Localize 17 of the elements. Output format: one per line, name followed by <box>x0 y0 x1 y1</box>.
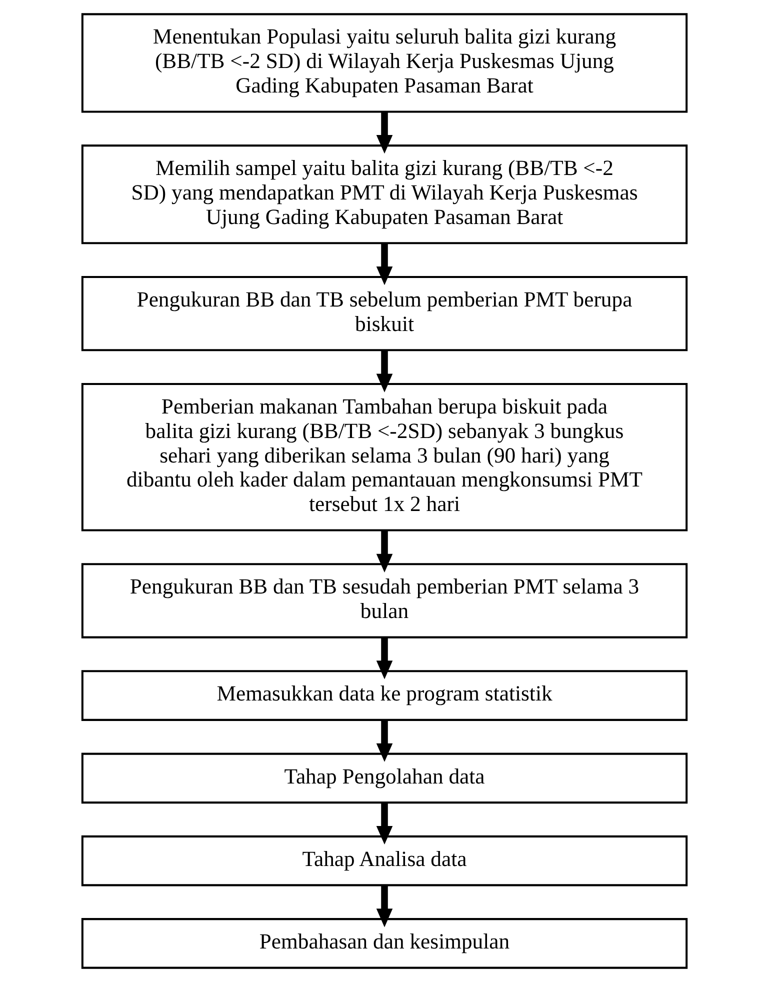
node-box: Pengukuran BB dan TB sebelum pemberian PMT berupa biskuit <box>80 276 688 352</box>
node-box: Pemberian makanan Tambahan berupa biskuit pada balita gizi kurang (BB/TB <-2SD) sebanyak 3 bungkus sehari yang diberikan selama 3 bulan (90 hari) yang dibantu oleh kader dalam pemantauan mengkonsumsi PMT tersebut 1x 2 hari <box>80 382 688 532</box>
arrow <box>376 112 392 154</box>
arrow <box>376 350 392 392</box>
node-box: Tahap Pengolahan data <box>80 752 688 804</box>
arrow <box>376 802 392 845</box>
node-box: Memasukkan data ke program statistik <box>80 670 688 721</box>
arrow <box>376 637 392 680</box>
node-box: Tahap Analisa data <box>80 835 688 886</box>
arrow <box>376 244 392 286</box>
node-box: Memilih sampel yaitu balita gizi kurang (BB/TB <-2 SD) yang mendapatkan PMT di Wilayah Kerja Puskesmas Ujung Gading Kabupaten Pasaman Barat <box>80 144 688 244</box>
node-box: Pembahasan dan kesimpulan <box>80 918 688 969</box>
arrow <box>376 885 392 928</box>
node-box: Pengukuran BB dan TB sesudah pemberian PMT selama 3 bulan <box>80 563 688 638</box>
node-box: Menentukan Populasi yaitu seluruh balita gizi kurang (BB/TB <-2 SD) di Wilayah Kerja Puskesmas Ujung Gading Kabupaten Pasaman Barat <box>80 13 688 113</box>
arrow <box>376 720 392 762</box>
arrow <box>376 530 392 572</box>
